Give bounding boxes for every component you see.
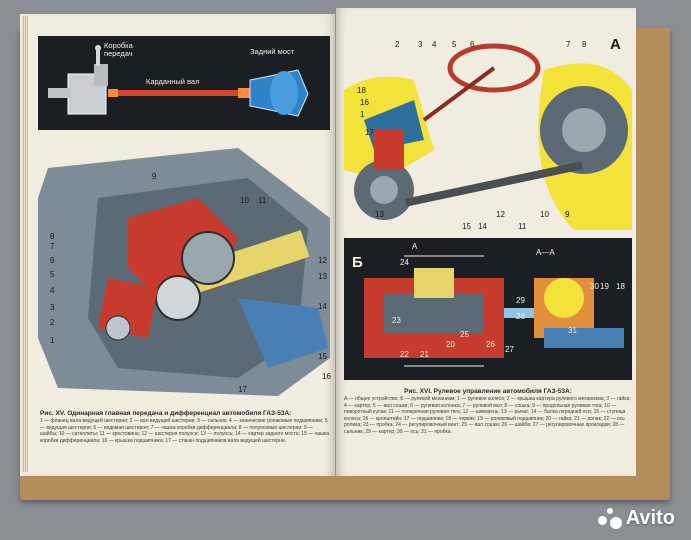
callout-number: 10 <box>240 196 249 205</box>
callout-number: 30 <box>590 282 599 291</box>
callout-number: 29 <box>516 296 525 305</box>
section-a-mark: А <box>412 242 418 251</box>
callout-number: 2 <box>395 40 400 49</box>
callout-number: 7 <box>50 242 55 251</box>
callout-number: 4 <box>432 40 437 49</box>
callout-number: 8 <box>50 232 55 241</box>
callout-number: 21 <box>420 350 429 359</box>
callout-number: 5 <box>452 40 457 49</box>
steering-panel-a <box>344 30 632 231</box>
steering-gear-illustration <box>364 255 624 367</box>
left-caption-body: 1 — фланец вала ведущей шестерни; 2 — ва… <box>40 418 330 444</box>
callout-number: 31 <box>568 326 577 335</box>
callout-number: 12 <box>318 256 327 265</box>
callout-number: 13 <box>375 210 384 219</box>
callout-number: 9 <box>152 172 157 181</box>
callout-number: 25 <box>460 330 469 339</box>
callout-number: 2 <box>50 318 55 327</box>
steering-illustration <box>344 30 632 231</box>
callout-number: 4 <box>50 286 55 295</box>
left-caption: Рис. XV. Одинарная главная передача и ди… <box>40 410 330 444</box>
transmission-panel: Коробка передач Карданный вал Задний мос… <box>38 36 330 130</box>
rear-axle-label: Задний мост <box>250 47 295 56</box>
callout-number: 8 <box>582 40 587 49</box>
callout-number: 18 <box>616 282 625 291</box>
cardan-label: Карданный вал <box>146 77 200 86</box>
callout-number: 17 <box>365 128 374 137</box>
callout-number: 10 <box>540 210 549 219</box>
callout-number: 6 <box>50 256 55 265</box>
right-caption: Рис. XVI. Рулевое управление автомобиля … <box>344 388 632 435</box>
callout-number: 11 <box>258 196 267 205</box>
callout-number: 28 <box>516 312 525 321</box>
differential-drawing <box>38 148 330 396</box>
callout-number: 1 <box>50 336 55 345</box>
callout-number: 9 <box>565 210 570 219</box>
callout-number: 15 <box>462 222 471 231</box>
avito-logo-icon <box>597 507 622 530</box>
right-caption-body: А — общее устройство; Б — рулевой механи… <box>344 396 631 435</box>
callout-number: 22 <box>400 350 409 359</box>
callout-number: 14 <box>478 222 487 231</box>
callout-number: 12 <box>496 210 505 219</box>
callout-number: 3 <box>418 40 423 49</box>
callout-number: 15 <box>318 352 327 361</box>
left-caption-title: Рис. XV. Одинарная главная передача и ди… <box>40 410 292 417</box>
steering-panel-b <box>344 238 632 380</box>
callout-number: 11 <box>518 222 527 231</box>
callout-number: 16 <box>322 372 331 381</box>
panel-a-letter: А <box>610 36 621 53</box>
callout-number: 6 <box>470 40 475 49</box>
section-aa-mark: А—А <box>536 248 555 257</box>
callout-number: 27 <box>505 345 514 354</box>
avito-wordmark: Avito <box>625 507 675 529</box>
callout-number: 19 <box>600 282 609 291</box>
differential-illustration <box>38 138 330 396</box>
callout-number: 26 <box>486 340 495 349</box>
callout-number: 20 <box>446 340 455 349</box>
callout-number: 3 <box>50 303 55 312</box>
gearbox-label: Коробка передач <box>104 41 133 58</box>
callout-number: 24 <box>400 258 409 267</box>
callout-number: 5 <box>50 270 55 279</box>
page-stack-edge <box>22 16 28 472</box>
callout-number: 13 <box>318 272 327 281</box>
callout-number: 23 <box>392 316 401 325</box>
callout-number: 16 <box>360 98 369 107</box>
right-caption-title: Рис. XVI. Рулевое управление автомобиля … <box>404 388 572 395</box>
transmission-illustration <box>48 45 309 117</box>
callout-number: 18 <box>357 86 366 95</box>
callout-number: 1 <box>360 110 365 119</box>
callout-number: 17 <box>238 385 247 394</box>
callout-number: 7 <box>566 40 571 49</box>
panel-b-letter: Б <box>352 254 363 271</box>
callout-number: 14 <box>318 302 327 311</box>
avito-watermark: Avito <box>597 507 675 530</box>
